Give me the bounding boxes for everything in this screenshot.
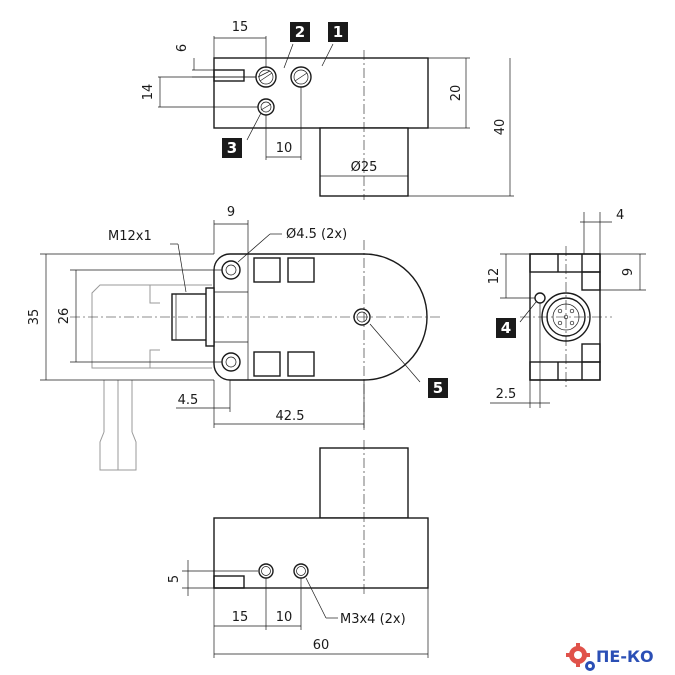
side-dim-lines <box>490 212 646 408</box>
dim-screw: M3x4 (2x) <box>340 612 406 627</box>
front-dim-lines <box>40 220 421 428</box>
dim-6: 6 <box>175 44 190 52</box>
bottom-body <box>213 517 429 589</box>
top-view: 15 6 14 10 20 40 Ø25 1 2 3 <box>141 20 514 200</box>
dim-9-front: 9 <box>227 205 235 220</box>
dim-diameter-25: Ø25 <box>351 160 378 175</box>
gear-icon <box>566 643 595 671</box>
bottom-dim-lines <box>182 560 429 658</box>
top-body <box>213 57 429 129</box>
dim-15-bottom: 15 <box>232 610 249 625</box>
top-dim-lines <box>158 36 514 197</box>
led-1-icon <box>290 66 312 88</box>
callout-4: 4 <box>496 318 516 338</box>
dim-20: 20 <box>449 85 464 102</box>
dim-hole-diameter: Ø4.5 (2x) <box>286 227 347 242</box>
dim-35: 35 <box>27 309 42 326</box>
callout-5: 5 <box>428 378 448 398</box>
callout-1: 1 <box>328 22 348 42</box>
svg-text:4: 4 <box>501 319 511 337</box>
led-2-icon <box>255 66 277 88</box>
led-window <box>253 257 281 283</box>
led-window <box>253 351 281 377</box>
dim-14: 14 <box>141 84 156 101</box>
company-logo: ПЕ-КО <box>566 643 654 671</box>
svg-text:ПЕ-КО: ПЕ-КО <box>596 647 654 666</box>
dim-42-5: 42.5 <box>276 409 305 424</box>
dim-60: 60 <box>313 638 330 653</box>
svg-text:1: 1 <box>333 23 343 41</box>
led-window <box>287 351 315 377</box>
top-notch <box>213 69 245 82</box>
callout-2: 2 <box>290 22 310 42</box>
dim-40: 40 <box>493 119 508 136</box>
dim-10-bottom: 10 <box>276 610 293 625</box>
dim-2-5: 2.5 <box>496 387 517 402</box>
side-view: 4 12 9 2.5 4 <box>487 208 646 408</box>
dim-12: 12 <box>487 268 502 285</box>
dim-26: 26 <box>57 308 72 325</box>
callout-3: 3 <box>222 138 242 158</box>
svg-text:3: 3 <box>227 139 237 157</box>
svg-text:2: 2 <box>295 23 305 41</box>
dim-15-top: 15 <box>232 20 249 35</box>
front-view: 9 Ø4.5 (2x) M12x1 35 26 4.5 42.5 5 <box>27 205 448 471</box>
dim-9-side: 9 <box>621 268 636 276</box>
dim-4-5: 4.5 <box>178 393 199 408</box>
led-window <box>287 257 315 283</box>
bottom-notch <box>213 575 245 589</box>
bottom-view: 5 15 10 60 M3x4 (2x) <box>167 440 429 658</box>
dim-5: 5 <box>167 575 182 583</box>
svg-text:5: 5 <box>433 379 443 397</box>
dim-4-side: 4 <box>616 208 624 223</box>
dim-thread: M12x1 <box>108 229 152 244</box>
dim-10-top: 10 <box>276 141 293 156</box>
